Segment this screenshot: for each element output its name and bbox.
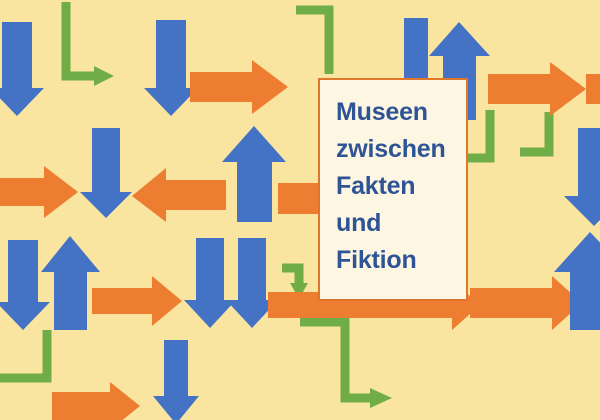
green-arrowhead-bottomcenter-icon — [370, 388, 392, 408]
blue-down-arrow-7 — [153, 340, 199, 420]
blue-down-arrow-2 — [144, 20, 198, 116]
orange-right-arrow-8 — [52, 382, 140, 420]
orange-right-arrow-2 — [488, 62, 586, 116]
orange-right-arrow-3 — [0, 166, 78, 218]
green-elbow-rightbar — [520, 112, 554, 157]
orange-right-arrow-7 — [470, 276, 582, 330]
green-elbow-topright — [296, 5, 334, 74]
blue-up-arrow-right-2 — [554, 232, 600, 330]
blue-down-arrow-4 — [0, 240, 50, 330]
poster-title: Museen zwischen Fakten und Fiktion — [336, 98, 446, 274]
blue-up-arrow-2 — [41, 236, 100, 330]
orange-right-arrow-1 — [190, 60, 288, 114]
orange-right-arrow-5 — [92, 276, 182, 326]
blue-down-arrow-3 — [80, 128, 132, 218]
green-arrowhead-topleft-icon — [94, 66, 114, 86]
green-elbow-topleft — [61, 2, 96, 81]
blue-down-arrow-6 — [226, 238, 278, 328]
orange-left-arrow-1 — [132, 168, 226, 222]
blue-up-arrow-mid — [222, 126, 286, 222]
blue-bar-top — [404, 18, 428, 80]
orange-right-arrow-top-edge — [586, 74, 600, 104]
green-connector-group — [0, 2, 554, 403]
green-elbow-bottomcenter — [300, 317, 372, 403]
blue-down-arrow-5 — [184, 238, 236, 328]
green-arrowhead-center-icon — [290, 283, 308, 299]
blue-down-arrow-1 — [0, 22, 44, 116]
blue-down-arrow-right-1 — [564, 128, 600, 226]
title-card: Museen zwischen Fakten und Fiktion — [318, 78, 468, 301]
green-arrow-center — [282, 263, 304, 286]
green-elbow-bottomleft — [0, 330, 52, 383]
